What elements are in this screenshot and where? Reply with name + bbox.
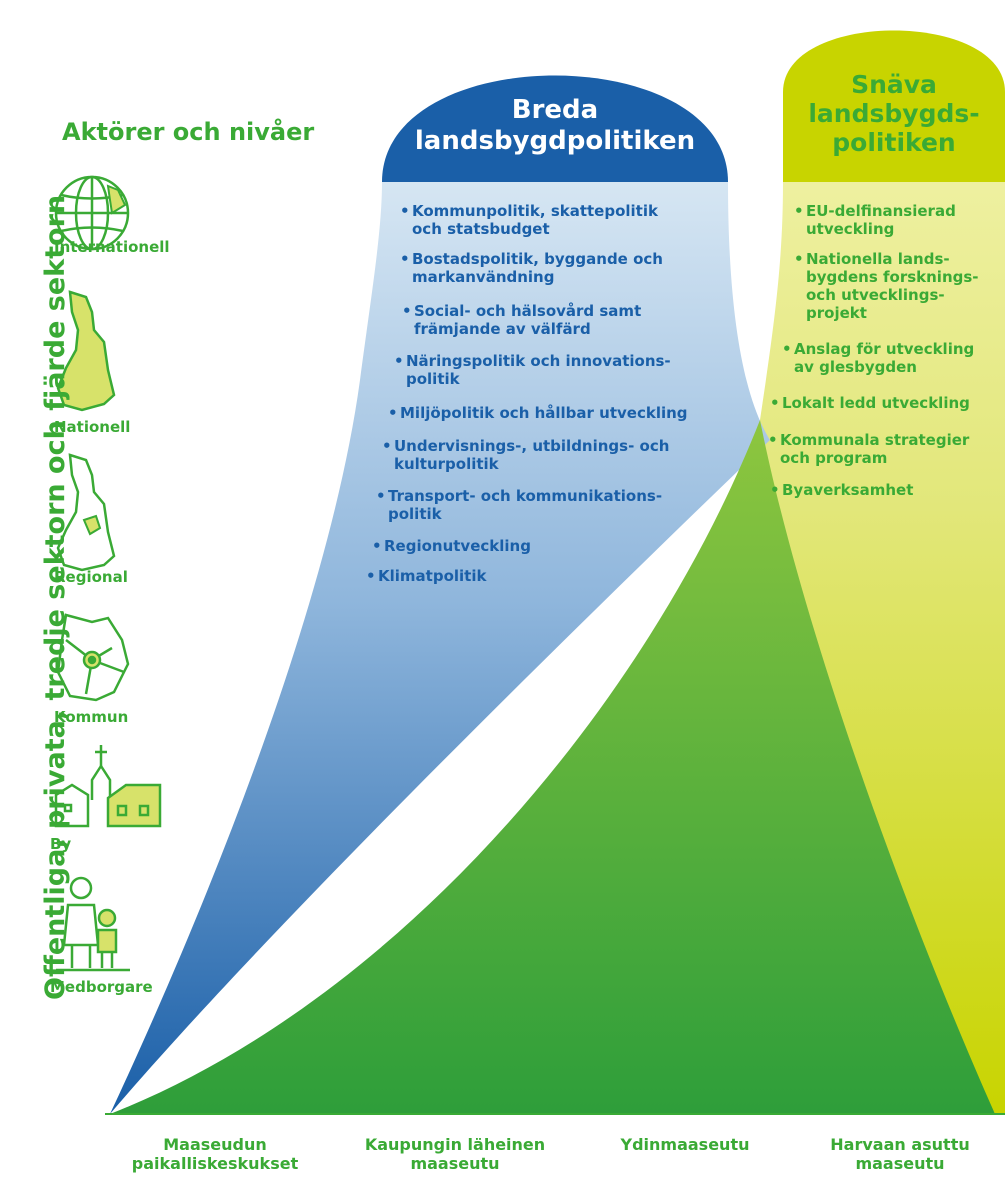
narrow-policy-title-line2: landsbygds- xyxy=(808,99,980,128)
finland-region-icon xyxy=(56,453,116,572)
narrow-policy-title-line3: politiken xyxy=(832,128,956,157)
narrow-item-5: •Byaverksamhet xyxy=(770,481,914,499)
finland-map-icon xyxy=(56,290,116,412)
level-label-international: Internationell xyxy=(54,238,170,256)
globe-icon xyxy=(54,175,130,251)
narrow-policy-title-line1: Snäva xyxy=(851,70,937,99)
broad-item-8: •Klimatpolitik xyxy=(366,567,487,585)
citizens-icon xyxy=(56,876,130,972)
broad-item-6: •Transport- och kommunikations-politik xyxy=(376,487,663,523)
broad-policy-title-line1: Breda xyxy=(511,95,599,125)
broad-policy-header xyxy=(382,75,728,182)
municipality-map-icon xyxy=(56,613,130,702)
narrow-item-1: •Nationella lands-bygdens forsknings-och… xyxy=(794,250,979,322)
bottom-label-2: Ydinmaaseutu xyxy=(620,1135,750,1154)
broad-item-4: •Miljöpolitik och hållbar utveckling xyxy=(388,404,688,422)
narrow-item-3: •Lokalt ledd utveckling xyxy=(770,394,970,412)
broad-policy-title: Breda landsbygdpolitiken xyxy=(382,95,728,157)
narrow-policy-header xyxy=(783,30,1005,182)
broad-policy-title-line2: landsbygdpolitiken xyxy=(414,126,696,156)
green-distribution-shape xyxy=(110,420,995,1114)
level-label-citizens: Medborgare xyxy=(50,978,153,996)
village-icon xyxy=(54,745,162,828)
broad-policy-shape xyxy=(110,182,770,1114)
level-label-regional: Regional xyxy=(54,568,128,586)
level-label-national: Nationell xyxy=(54,418,131,436)
actors-levels-title: Aktörer och nivåer xyxy=(62,118,315,146)
broad-item-7: •Regionutveckling xyxy=(372,537,531,555)
level-label-village: By xyxy=(50,835,72,853)
narrow-policy-shape xyxy=(753,182,1005,1114)
narrow-policy-title: Snäva landsbygds- politiken xyxy=(783,70,1005,157)
sector-vertical-label: Offentliga, privata, tredje sektorn och … xyxy=(40,194,71,1000)
broad-item-3: •Näringspolitik och innovations-politik xyxy=(394,352,671,388)
level-label-municipality: Kommun xyxy=(54,708,129,726)
